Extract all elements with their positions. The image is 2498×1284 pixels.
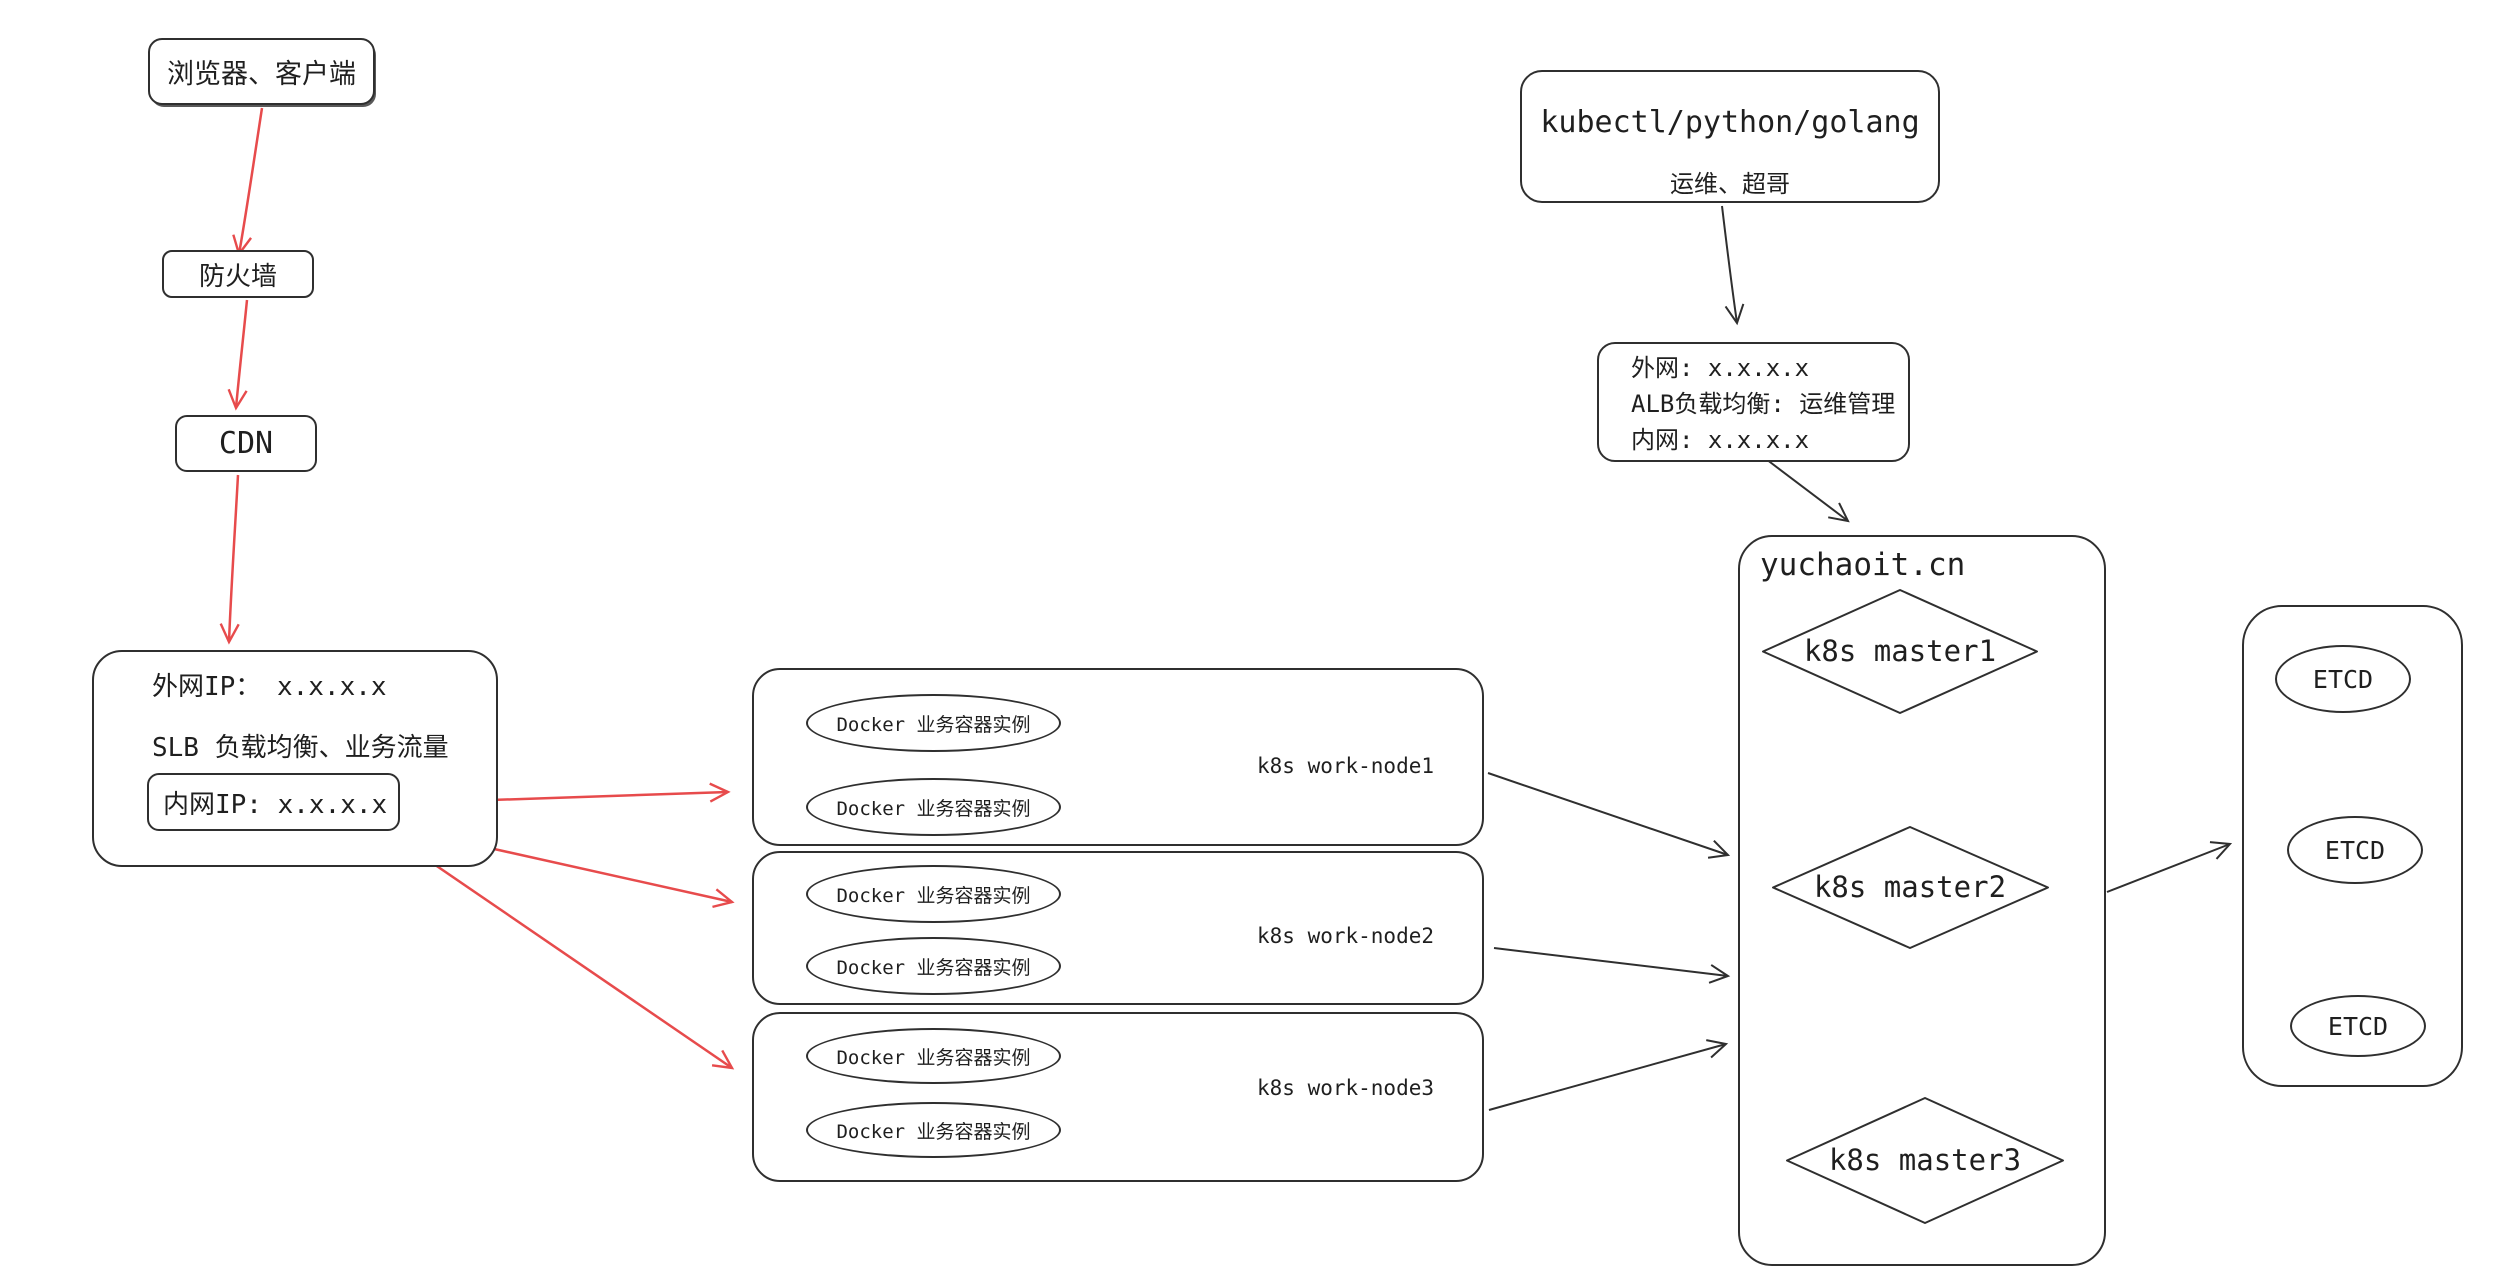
cdn-label: CDN — [218, 426, 274, 461]
arrow-worknode1-to-cluster — [1487, 772, 1731, 859]
docker-container-instance: Docker 业务容器实例 — [806, 778, 1061, 836]
node-cdn: CDN — [175, 415, 317, 472]
ops-client-tools: kubectl/python/golang — [1540, 105, 1920, 140]
docker-label: Docker 业务容器实例 — [836, 1046, 1031, 1069]
alb-public-ip: 外网: x.x.x.x — [1631, 354, 1810, 382]
arrow-worknode3-to-cluster — [1488, 1039, 1729, 1111]
node-k8s-work-node2: Docker 业务容器实例 Docker 业务容器实例 k8s work-nod… — [752, 851, 1484, 1005]
browser-client-label: 浏览器、客户端 — [167, 59, 356, 90]
alb-title: ALB负载均衡: 运维管理 — [1631, 390, 1896, 418]
arrow-cluster-to-etcd — [2106, 841, 2233, 893]
docker-label: Docker 业务容器实例 — [836, 797, 1031, 820]
node-alb: 外网: x.x.x.x ALB负载均衡: 运维管理 内网: x.x.x.x — [1597, 342, 1910, 462]
docker-container-instance: Docker 业务容器实例 — [806, 865, 1061, 923]
node-slb-private-ip: 内网IP: x.x.x.x — [147, 773, 400, 831]
work-node2-label: k8s work-node2 — [1257, 924, 1435, 948]
etcd-label: ETCD — [2327, 1011, 2389, 1041]
docker-container-instance: Docker 业务容器实例 — [806, 694, 1061, 752]
node-browser-client: 浏览器、客户端 — [148, 38, 375, 105]
slb-private-ip-label: 内网IP: x.x.x.x — [163, 789, 388, 820]
work-node3-label: k8s work-node3 — [1257, 1076, 1435, 1100]
docker-container-instance: Docker 业务容器实例 — [806, 1028, 1061, 1084]
node-ops-client: kubectl/python/golang 运维、超哥 — [1520, 70, 1940, 203]
node-etcd-cluster: ETCD ETCD ETCD — [2242, 605, 2463, 1087]
arrow-alb-to-cluster — [1765, 458, 1850, 523]
docker-label: Docker 业务容器实例 — [836, 1120, 1031, 1143]
node-k8s-work-node1: Docker 业务容器实例 Docker 业务容器实例 k8s work-nod… — [752, 668, 1484, 846]
cluster-title: yuchaoit.cn — [1760, 547, 1966, 583]
node-cluster-yuchaoit: yuchaoit.cn — [1738, 535, 2106, 1266]
slb-public-ip: 外网IP： x.x.x.x — [152, 672, 387, 702]
node-firewall: 防火墙 — [162, 250, 314, 298]
work-node1-label: k8s work-node1 — [1257, 754, 1435, 778]
arrow-browser-to-firewall — [232, 107, 264, 257]
arrow-opsclient-to-alb — [1721, 205, 1745, 326]
ops-client-users: 运维、超哥 — [1670, 170, 1790, 198]
etcd-label: ETCD — [2312, 664, 2374, 694]
etcd-instance: ETCD — [2290, 995, 2426, 1057]
etcd-label: ETCD — [2324, 835, 2386, 865]
slb-title: SLB 负载均衡、业务流量 — [152, 733, 449, 763]
docker-container-instance: Docker 业务容器实例 — [806, 937, 1061, 995]
etcd-instance: ETCD — [2287, 816, 2423, 884]
node-k8s-work-node3: Docker 业务容器实例 Docker 业务容器实例 k8s work-nod… — [752, 1012, 1484, 1182]
arrow-privateip-to-worknode3 — [389, 832, 735, 1070]
k8s-master3-label: k8s master3 — [1828, 1143, 2022, 1177]
arrow-firewall-to-cdn — [227, 299, 249, 411]
firewall-label: 防火墙 — [198, 261, 277, 292]
arrow-cdn-to-slb — [219, 474, 240, 645]
k8s-master1-label: k8s master1 — [1803, 634, 1997, 668]
arrow-worknode2-to-cluster — [1493, 947, 1731, 984]
diamond-k8s-master2 — [1772, 826, 2049, 949]
node-slb: 外网IP： x.x.x.x SLB 负载均衡、业务流量 内网IP: x.x.x.… — [92, 650, 498, 867]
alb-private-ip: 内网: x.x.x.x — [1631, 426, 1810, 454]
etcd-instance: ETCD — [2275, 645, 2411, 713]
diamond-k8s-master1 — [1762, 589, 2038, 714]
docker-label: Docker 业务容器实例 — [836, 713, 1031, 736]
docker-label: Docker 业务容器实例 — [836, 884, 1031, 907]
docker-container-instance: Docker 业务容器实例 — [806, 1102, 1061, 1158]
diamond-k8s-master3 — [1786, 1097, 2064, 1224]
docker-label: Docker 业务容器实例 — [836, 956, 1031, 979]
k8s-master2-label: k8s master2 — [1813, 870, 2007, 904]
